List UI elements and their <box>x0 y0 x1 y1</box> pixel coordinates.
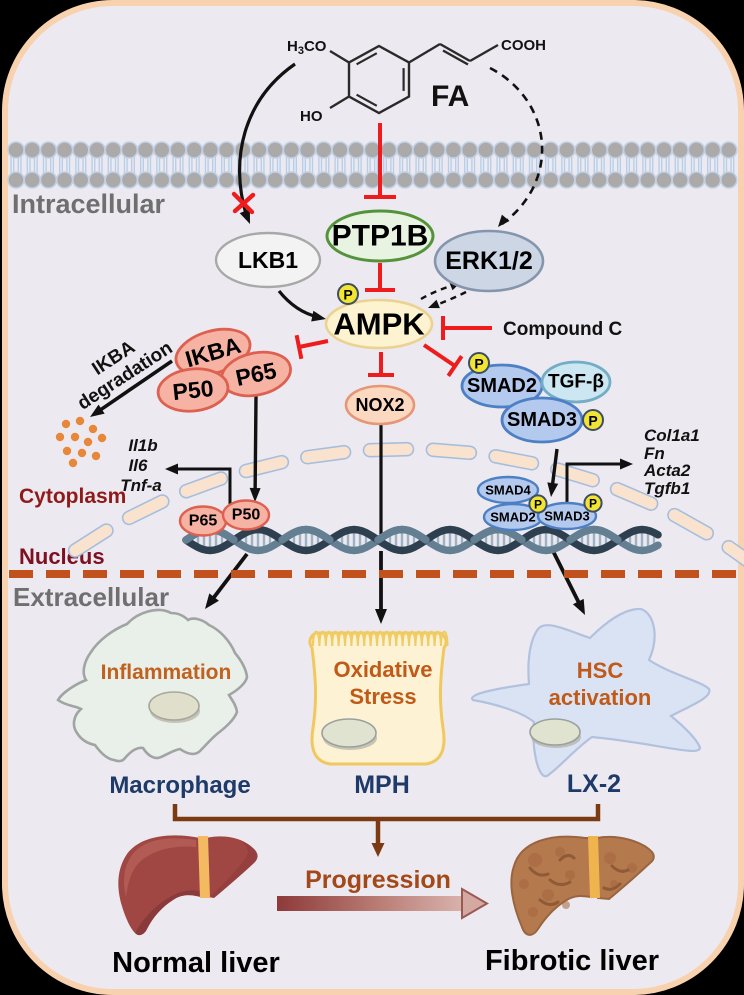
svg-text:P50: P50 <box>171 375 214 405</box>
svg-text:HSC: HSC <box>577 658 624 683</box>
svg-text:Tnf-a: Tnf-a <box>120 476 162 495</box>
svg-text:P: P <box>589 497 597 511</box>
svg-text:PTP1B: PTP1B <box>332 220 429 253</box>
svg-text:Macrophage: Macrophage <box>109 772 250 799</box>
svg-text:P: P <box>474 356 483 372</box>
svg-text:Acta2: Acta2 <box>643 461 691 480</box>
svg-text:SMAD2: SMAD2 <box>490 510 536 525</box>
svg-text:Extracellular: Extracellular <box>13 582 169 612</box>
svg-text:COOH: COOH <box>501 37 546 54</box>
svg-text:LKB1: LKB1 <box>238 247 298 273</box>
svg-text:TGF-β: TGF-β <box>548 372 604 393</box>
svg-text:HO: HO <box>300 108 323 125</box>
svg-text:FA: FA <box>431 80 469 113</box>
svg-text:Tgfb1: Tgfb1 <box>644 479 690 498</box>
svg-text:P: P <box>343 287 352 303</box>
svg-text:LX-2: LX-2 <box>567 770 621 798</box>
svg-text:activation: activation <box>549 685 652 710</box>
svg-text:Il6: Il6 <box>129 456 148 475</box>
svg-text:ERK1/2: ERK1/2 <box>445 247 533 275</box>
svg-text:P: P <box>588 413 597 429</box>
svg-text:Normal liver: Normal liver <box>112 947 280 979</box>
svg-text:SMAD3: SMAD3 <box>544 509 590 524</box>
svg-text:P50: P50 <box>232 507 261 524</box>
svg-text:NOX2: NOX2 <box>355 395 404 415</box>
svg-text:Compound C: Compound C <box>503 319 623 340</box>
svg-text:H3CO: H3CO <box>287 38 327 57</box>
svg-text:Stress: Stress <box>349 684 416 709</box>
svg-text:AMPK: AMPK <box>333 307 425 342</box>
svg-text:SMAD3: SMAD3 <box>507 409 577 431</box>
svg-text:Oxidative: Oxidative <box>333 657 432 682</box>
svg-text:Cytoplasm: Cytoplasm <box>19 485 126 508</box>
svg-text:MPH: MPH <box>354 771 410 799</box>
svg-text:Il1b: Il1b <box>128 436 157 455</box>
svg-text:SMAD4: SMAD4 <box>485 483 531 498</box>
svg-text:P: P <box>534 498 542 512</box>
svg-text:P65: P65 <box>189 513 218 530</box>
svg-text:Fn: Fn <box>644 444 665 463</box>
svg-text:Progression: Progression <box>305 866 451 894</box>
svg-text:Intracellular: Intracellular <box>12 189 166 219</box>
svg-text:Col1a1: Col1a1 <box>644 426 700 445</box>
svg-text:SMAD2: SMAD2 <box>467 375 537 397</box>
svg-text:Fibrotic liver: Fibrotic liver <box>485 945 659 977</box>
svg-text:Inflammation: Inflammation <box>101 661 232 684</box>
